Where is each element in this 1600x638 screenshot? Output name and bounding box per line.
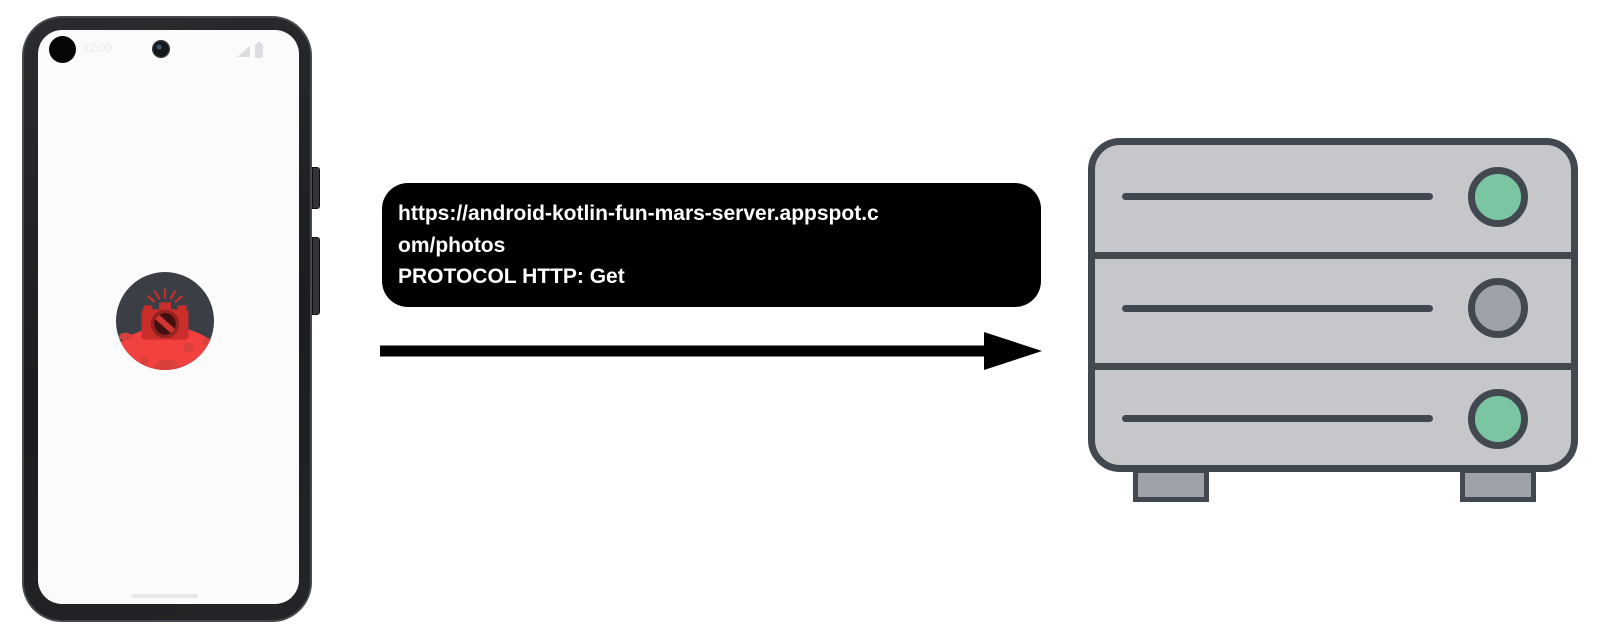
battery-icon [255, 42, 263, 58]
server-slot-line [1122, 193, 1433, 200]
phone-screen: 12:00 [38, 30, 299, 604]
android-phone: 12:00 [22, 16, 320, 622]
server-foot-right [1460, 468, 1536, 502]
server-slot-line [1122, 305, 1433, 312]
home-indicator [132, 594, 198, 598]
phone-power-button [312, 167, 320, 209]
phone-volume-button [312, 237, 320, 315]
server-divider [1095, 252, 1571, 259]
request-url-line-1: https://android-kotlin-fun-mars-server.a… [398, 202, 879, 225]
server-slot-line [1122, 415, 1433, 422]
server-led-icon [1468, 167, 1528, 227]
notification-dot-icon [49, 36, 76, 63]
request-protocol-line: PROTOCOL HTTP: Get [398, 265, 625, 288]
signal-icon [237, 46, 250, 57]
status-time: 12:00 [83, 43, 112, 55]
web-server [1088, 138, 1578, 472]
request-url-line-2: om/photos [398, 233, 506, 257]
server-led-icon [1468, 278, 1528, 338]
server-led-icon [1468, 389, 1528, 449]
request-url-bubble: https://android-kotlin-fun-mars-server.a… [382, 183, 1041, 307]
mars-photos-app-icon [116, 272, 214, 370]
server-divider [1095, 363, 1571, 370]
server-foot-left [1133, 468, 1209, 502]
front-camera-icon [153, 41, 169, 57]
request-arrow-icon [380, 332, 1042, 370]
